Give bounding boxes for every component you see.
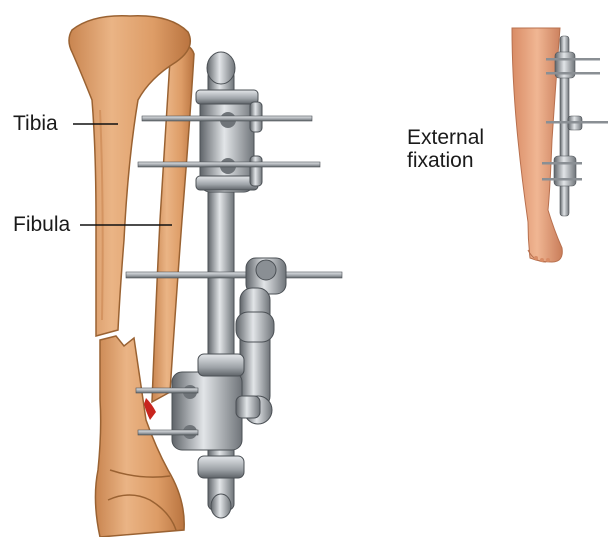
tibia-label: Tibia [13, 112, 58, 135]
external-fixation-label-line2: fixation [407, 149, 484, 172]
fibula-bone [152, 46, 194, 402]
external-fixation-label: External fixation [407, 126, 484, 172]
fibula-label: Fibula [13, 213, 70, 236]
upper-pin-clamp [196, 90, 262, 192]
external-fixation-label-line1: External [407, 126, 484, 149]
leg-with-fixator-thumbnail [512, 28, 608, 262]
